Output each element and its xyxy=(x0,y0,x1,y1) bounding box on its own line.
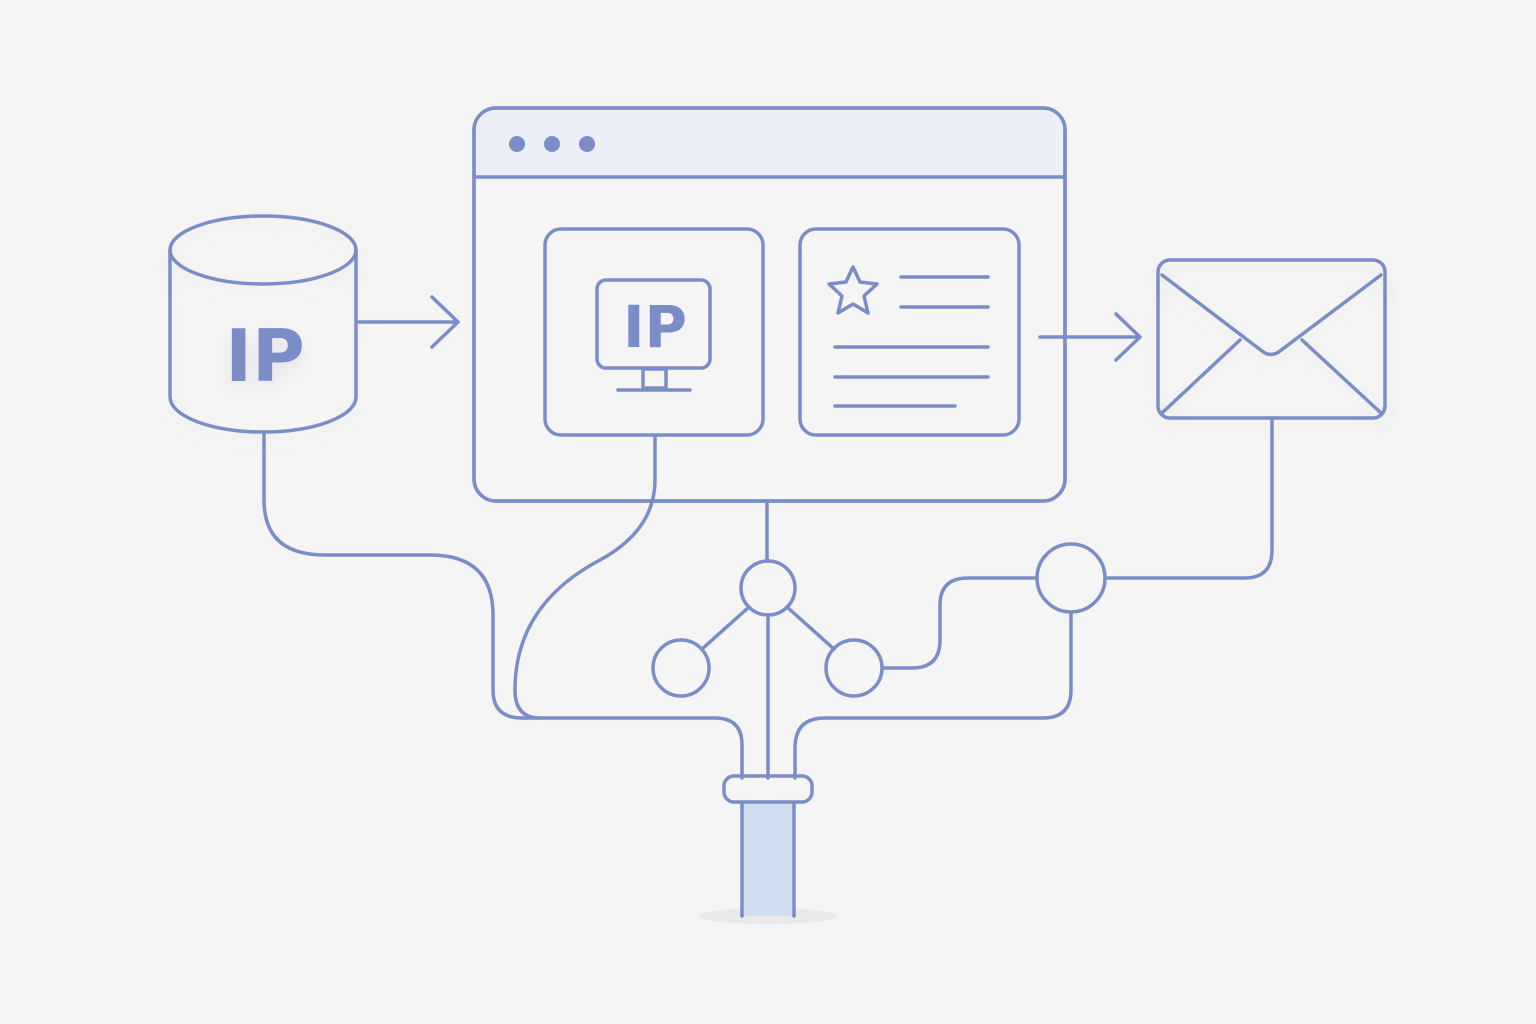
ip-database: IP xyxy=(168,214,358,434)
browser-window: IP xyxy=(472,106,1067,503)
content-card xyxy=(798,227,1021,437)
star-icon xyxy=(827,265,879,315)
trunk-pipe xyxy=(698,774,838,924)
window-dot-icon xyxy=(509,136,525,152)
right-node xyxy=(824,638,884,698)
left-node xyxy=(651,638,711,698)
window-dot-icon xyxy=(544,136,560,152)
database-ip-label: IP xyxy=(225,314,305,398)
window-dot-icon xyxy=(579,136,595,152)
arrow-right-icon xyxy=(1038,312,1142,362)
monitor-icon xyxy=(595,278,712,392)
monitor-ip-label: IP xyxy=(623,293,687,361)
arrow-right-icon xyxy=(356,295,460,349)
ip-card: IP xyxy=(543,227,765,437)
hub-node xyxy=(739,559,797,617)
envelope-icon xyxy=(1156,258,1387,420)
email-node xyxy=(1035,542,1107,614)
connector-lines xyxy=(262,418,1274,780)
